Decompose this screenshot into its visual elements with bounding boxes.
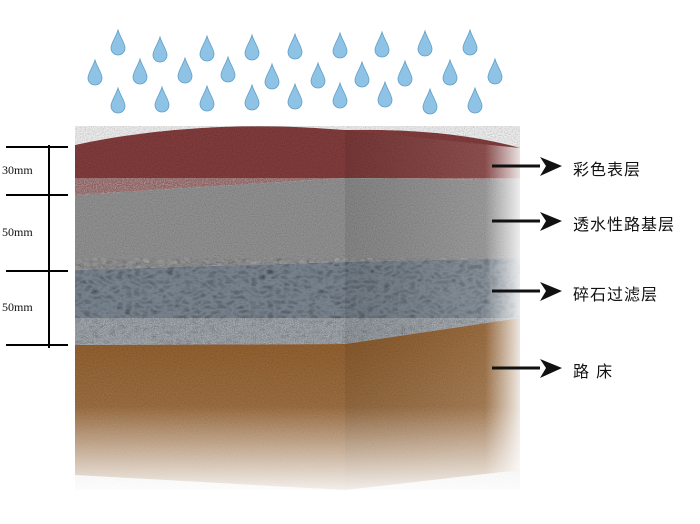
raindrop-icon <box>199 34 215 62</box>
raindrop-icon <box>462 28 478 56</box>
raindrop-icon <box>442 58 458 86</box>
raindrop-icon <box>287 82 303 110</box>
raindrop-icon <box>220 55 236 83</box>
arrow-right-icon <box>492 157 562 176</box>
thickness-label-gravel: 50mm <box>2 300 33 314</box>
arrows <box>492 157 562 378</box>
raindrop-icon <box>332 81 348 109</box>
raindrop-icon <box>244 83 260 111</box>
raindrop-icon <box>154 85 170 113</box>
arrow-right-icon <box>492 282 562 301</box>
label-subgrade: 路 床 <box>573 362 614 381</box>
raindrop-icon <box>110 86 126 114</box>
raindrop-icon <box>417 29 433 57</box>
raindrop-icon <box>310 61 326 89</box>
raindrop-icon <box>132 57 148 85</box>
raindrop-icon <box>199 84 215 112</box>
raindrop-icon <box>110 28 126 56</box>
raindrop-icon <box>374 30 390 58</box>
raindrop-icon <box>152 35 168 63</box>
rain-drops <box>87 28 503 115</box>
raindrop-icon <box>177 56 193 84</box>
arrow-right-icon <box>492 359 562 378</box>
raindrop-icon <box>422 87 438 115</box>
label-surface: 彩色表层 <box>573 160 642 179</box>
dimension-lines <box>6 145 68 348</box>
raindrop-icon <box>487 57 503 85</box>
raindrop-icon <box>377 80 393 108</box>
raindrop-icon <box>244 33 260 61</box>
raindrop-icon <box>354 60 370 88</box>
label-permeable-base: 透水性路基层 <box>573 215 676 234</box>
raindrop-icon <box>397 59 413 87</box>
thickness-label-base: 50mm <box>2 225 33 239</box>
raindrop-icon <box>467 86 483 114</box>
soil-fade <box>60 330 540 500</box>
raindrop-icon <box>264 62 280 90</box>
raindrop-icon <box>87 58 103 86</box>
raindrop-icon <box>287 32 303 60</box>
thickness-label-surface: 30mm <box>2 163 33 177</box>
arrow-right-icon <box>492 212 562 231</box>
label-gravel-filter: 碎石过滤层 <box>573 285 659 304</box>
raindrop-icon <box>332 31 348 59</box>
